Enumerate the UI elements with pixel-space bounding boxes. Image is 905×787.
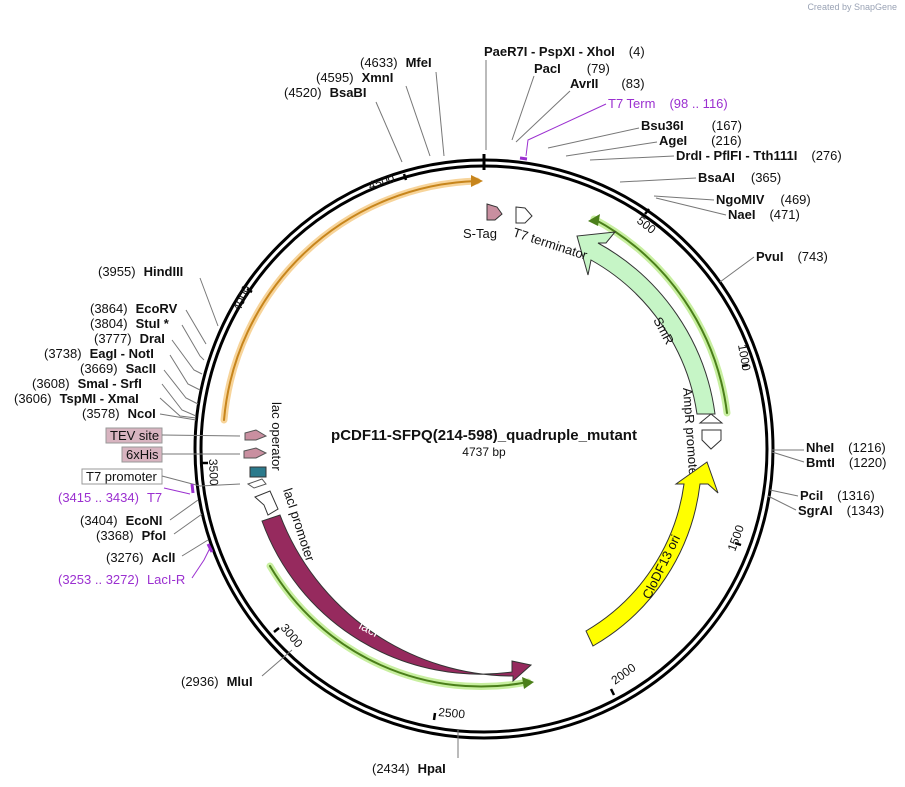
enzyme-site: PaeR7I - PspXI - XhoI(4)	[484, 44, 645, 59]
plasmid-name: pCDF11-SFPQ(214-598)_quadruple_mutant	[331, 427, 637, 444]
t7-terminator-label: T7 terminator	[511, 225, 590, 263]
enzyme-site: (3669)SacII	[80, 361, 156, 376]
tick-label: 3500	[206, 459, 221, 486]
enzyme-site: BsaAI(365)	[698, 170, 781, 185]
primer-site: T7 Term(98 .. 116)	[608, 96, 728, 111]
feature-s-tag[interactable]: S-Tag	[463, 203, 503, 241]
enzyme-site: (3955)HindIII	[98, 264, 183, 279]
primer-site: (3253 .. 3272)LacI-R	[58, 572, 185, 587]
enzyme-site: PacI(79)	[534, 61, 610, 76]
enzyme-site: (3608)SmaI - SrfI	[32, 376, 142, 391]
enzyme-site: (2936)MluI	[181, 674, 253, 689]
primer-site: (3415 .. 3434)T7	[58, 490, 162, 505]
tev-site-label: TEV site	[110, 428, 159, 443]
enzyme-site: (3368)PfoI	[96, 528, 166, 543]
enzyme-site: SgrAI(1343)	[798, 503, 884, 518]
s-tag-label: S-Tag	[463, 226, 497, 241]
enzyme-site: (3404)EcoNI	[80, 513, 162, 528]
feature-lac-operator[interactable]: lac operator	[249, 402, 284, 478]
plasmid-length: 4737 bp	[462, 445, 506, 459]
tev-site-box[interactable]: TEV site	[105, 427, 241, 444]
enzyme-site: Bsu36I(167)	[641, 118, 742, 133]
his-tag-label: 6xHis	[126, 447, 159, 462]
ampr-promoter-label: AmpR promoter	[680, 387, 701, 480]
tick-label: 1500	[725, 523, 747, 553]
enzyme-site: AgeI(216)	[659, 133, 742, 148]
enzyme-site: AvrII(83)	[570, 76, 645, 91]
tev-site-glyph	[244, 429, 268, 441]
tick-label: 1000	[735, 343, 753, 372]
enzyme-site: (4633)MfeI	[360, 55, 432, 70]
clodf13-ori-label: CloDF13 ori	[639, 532, 683, 601]
tick-marks	[202, 173, 749, 721]
tick-label: 4000	[230, 283, 254, 313]
t7-promoter-label: T7 promoter	[86, 469, 157, 484]
enzyme-site: (3738)EagI - NotI	[44, 346, 154, 361]
enzyme-site: DrdI - PflFI - Tth111I(276)	[676, 148, 842, 163]
feature-laci[interactable]: lacI	[261, 514, 533, 683]
tick-label: 4500	[367, 171, 397, 193]
orf-arcs	[220, 175, 731, 691]
enzyme-site: (3578)NcoI	[82, 406, 156, 421]
feature-t7-terminator[interactable]: T7 terminator	[511, 206, 590, 263]
his-tag-box[interactable]: 6xHis	[121, 446, 240, 463]
tick-label: 2000	[609, 660, 639, 687]
enzyme-site: PvuI(743)	[756, 249, 828, 264]
enzyme-site: (3606)TspMI - XmaI	[14, 391, 139, 406]
tick-label: 2500	[438, 705, 466, 721]
enzyme-site: (3276)AclI	[106, 550, 175, 565]
his-tag-glyph	[243, 447, 268, 459]
enzyme-site: (4595)XmnI	[316, 70, 393, 85]
enzyme-site: (3864)EcoRV	[90, 301, 178, 316]
t7-promoter-glyph	[246, 478, 267, 489]
enzyme-site: NgoMIV(469)	[716, 192, 811, 207]
enzyme-site: NheI(1216)	[806, 440, 886, 455]
snapgene-credit: Created by SnapGene	[807, 2, 897, 12]
feature-clodf13-ori[interactable]: CloDF13 ori	[585, 461, 719, 647]
enzyme-site: (3777)DraI	[94, 331, 165, 346]
enzyme-site: PciI(1316)	[800, 488, 875, 503]
enzyme-site: NaeI(471)	[728, 207, 800, 222]
enzyme-site: (2434)HpaI	[372, 761, 446, 776]
t7-promoter-box[interactable]: T7 promoter	[81, 468, 241, 487]
enzyme-site: BmtI(1220)	[806, 455, 886, 470]
feature-ampr-promoter[interactable]: AmpR promoter	[680, 387, 724, 480]
lac-operator-label: lac operator	[269, 402, 284, 471]
enzyme-site: (3804)StuI *	[90, 316, 170, 331]
enzyme-sites: PaeR7I - PspXI - XhoI(4) PacI(79) AvrII(…	[14, 44, 886, 776]
enzyme-site: (4520)BsaBI	[284, 85, 366, 100]
